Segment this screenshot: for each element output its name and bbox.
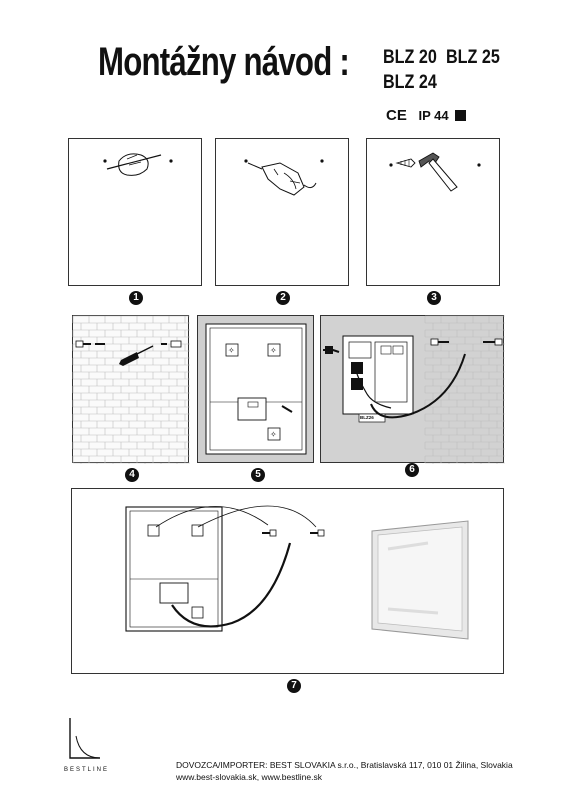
- step-5-panel: ✧ ✧ ✧: [197, 315, 314, 463]
- importer-websites: www.best-slovakia.sk, www.bestline.sk: [176, 772, 322, 782]
- model-blz20: BLZ 20: [383, 47, 437, 68]
- mirror-back-illustration: ✧ ✧ ✧: [205, 323, 307, 455]
- step-4-number: 4: [125, 468, 139, 482]
- step-2-number: 2: [276, 291, 290, 305]
- step-2-panel: [215, 138, 349, 286]
- svg-text:✧: ✧: [228, 346, 235, 355]
- step-6-number: 6: [405, 463, 419, 477]
- model-blz25: BLZ 25: [446, 47, 500, 68]
- drill-icon: [244, 159, 324, 196]
- step-1-panel: [68, 138, 202, 286]
- page-title: Montážny návod :: [98, 40, 350, 84]
- pencil-marking-icon: [103, 153, 173, 176]
- terminal-label: BLZ26: [360, 415, 374, 420]
- step-7-number: 7: [287, 679, 301, 693]
- step-3-panel: [366, 138, 500, 286]
- model-blz24: BLZ 24: [383, 72, 437, 93]
- bestline-logo-icon: [69, 718, 101, 759]
- svg-text:✧: ✧: [270, 346, 277, 355]
- final-mount-illustration: [125, 505, 469, 640]
- hammer-icon: [389, 152, 481, 192]
- importer-address: DOVOZCA/IMPORTER: BEST SLOVAKIA s.r.o., …: [176, 760, 513, 770]
- step-4-panel: [72, 315, 190, 464]
- step-5-number: 5: [251, 468, 265, 482]
- rating-square-icon: [455, 110, 467, 121]
- wiring-diagram-illustration: [323, 335, 503, 423]
- screwdriver-icon: [75, 340, 182, 366]
- brick-wall-illustration: [424, 315, 505, 464]
- ce-mark: CE: [386, 107, 407, 124]
- svg-text:✧: ✧: [270, 430, 277, 439]
- brand-name: BESTLINE: [64, 767, 110, 773]
- step-6-panel: BLZ26: [320, 315, 505, 464]
- brick-wall-illustration: [72, 315, 190, 464]
- step-1-number: 1: [129, 291, 143, 305]
- step-3-number: 3: [427, 291, 441, 305]
- step-7-panel: [71, 488, 504, 674]
- certification-marks: CE IP 44: [386, 107, 467, 124]
- ip-rating: IP 44: [418, 108, 449, 123]
